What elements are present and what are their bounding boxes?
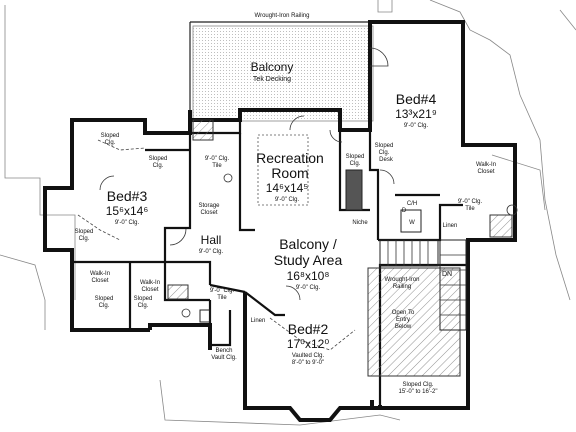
bed2-ceiling-1: Vaulted Clg.: [292, 353, 325, 359]
dryer-label: D: [402, 208, 407, 214]
bed4-walkin-1: Walk-In: [476, 162, 496, 168]
study-label-1: Balcony /: [279, 236, 337, 252]
sloped-clg-6: Clg.: [138, 303, 149, 309]
bed3-size: 15⁶x14⁶: [106, 204, 149, 218]
balcony-label: Balcony: [251, 60, 294, 74]
bed4-walkin-2: Closet: [477, 169, 494, 175]
recreation-label: Recreation: [256, 150, 324, 166]
sloped-note-2: Sloped: [149, 156, 168, 162]
sloped-note-7: Sloped: [95, 296, 114, 302]
desk-label: Desk: [379, 157, 394, 163]
hall-bath-tile: Tile: [217, 295, 227, 301]
bed3-label: Bed#3: [107, 188, 148, 204]
room-label: Room: [271, 165, 308, 181]
sloped-low-2: 15'-0" to 16'-2": [399, 389, 438, 395]
open-entry-3: Below: [395, 324, 412, 330]
bed4-size: 13³x21⁹: [395, 107, 437, 121]
bench-label-1: Bench: [215, 348, 232, 354]
sloped-clg-3: Clg.: [79, 236, 90, 242]
rec-bath-ceiling: 9'-0" Clg.: [205, 156, 230, 162]
storage-label-2: Closet: [200, 210, 217, 216]
sloped-clg-1: Clg.: [105, 140, 116, 146]
bed4-ceiling: 9'-0" Clg.: [404, 123, 429, 129]
railing-top-label: Wrought-Iron Railing: [255, 13, 310, 19]
wrought-iron-1: Wrought-Iron: [385, 277, 420, 283]
bed2-label: Bed#2: [288, 321, 329, 337]
sloped-note-4: Sloped: [375, 143, 394, 149]
bed2-linen: Linen: [251, 318, 266, 324]
bed4-linen: Linen: [443, 223, 458, 229]
hall-label: Hall: [201, 233, 222, 247]
sloped-clg-5: Clg.: [350, 161, 361, 167]
bed3-walkin-b1: Walk-In: [140, 280, 160, 286]
doors: [99, 47, 395, 301]
study-ceiling: 9'-0" Clg.: [296, 285, 321, 291]
sloped-clg-7: Clg.: [99, 303, 110, 309]
staircase: [379, 239, 467, 331]
sloped-note-5: Sloped: [346, 154, 365, 160]
recreation-size: 14⁶x14⁵: [266, 181, 309, 195]
hall-bath-ceiling: 9'-0" Clg.: [210, 288, 235, 294]
open-entry-1: Open To: [392, 310, 415, 316]
bed3-walkin-2: Closet: [91, 278, 108, 284]
bench-label-2: Vault Clg.: [211, 355, 237, 361]
wrought-iron-2: Railing: [393, 284, 411, 290]
study-size: 16⁸x10⁸: [287, 269, 330, 283]
bed4-bath-ceiling: 9'-0" Clg.: [458, 199, 483, 205]
sloped-note-6: Sloped: [134, 296, 153, 302]
bed3-walkin-1: Walk-In: [90, 271, 110, 277]
hall-ceiling: 9'-0" Clg.: [199, 249, 224, 255]
tek-decking-label: Tek Decking: [253, 76, 291, 83]
open-entry-2: Entry: [396, 317, 410, 323]
bed3-walkin-b2: Closet: [141, 287, 158, 293]
niche-label: Niche: [352, 220, 368, 226]
sloped-clg-4: Clg.: [379, 150, 390, 156]
fixtures: [77, 139, 518, 351]
ch-label: C/H: [407, 201, 417, 207]
bed4-label: Bed#4: [396, 91, 437, 107]
sloped-note-3: Sloped: [75, 229, 94, 235]
sloped-note-1: Sloped: [101, 133, 120, 139]
balcony-deck: [189, 21, 376, 122]
sloped-clg-2: Clg.: [153, 163, 164, 169]
bed3-ceiling: 9'-0" Clg.: [115, 220, 140, 226]
study-label-2: Study Area: [274, 252, 343, 268]
storage-label-1: Storage: [198, 203, 220, 209]
rec-bath-tile: Tile: [212, 163, 222, 169]
recreation-ceiling: 9'-0" Clg.: [275, 197, 300, 203]
stairs-down-label: DN: [442, 271, 452, 278]
bed4-bath-tile: Tile: [465, 206, 475, 212]
tile-areas: [167, 119, 513, 377]
bed2-size: 17⁰x12⁰: [287, 337, 330, 351]
washer-label: W: [409, 220, 415, 226]
sloped-low-1: Sloped Clg.: [402, 382, 433, 388]
bed2-ceiling-2: 8'-0" to 9'-0": [292, 360, 324, 366]
